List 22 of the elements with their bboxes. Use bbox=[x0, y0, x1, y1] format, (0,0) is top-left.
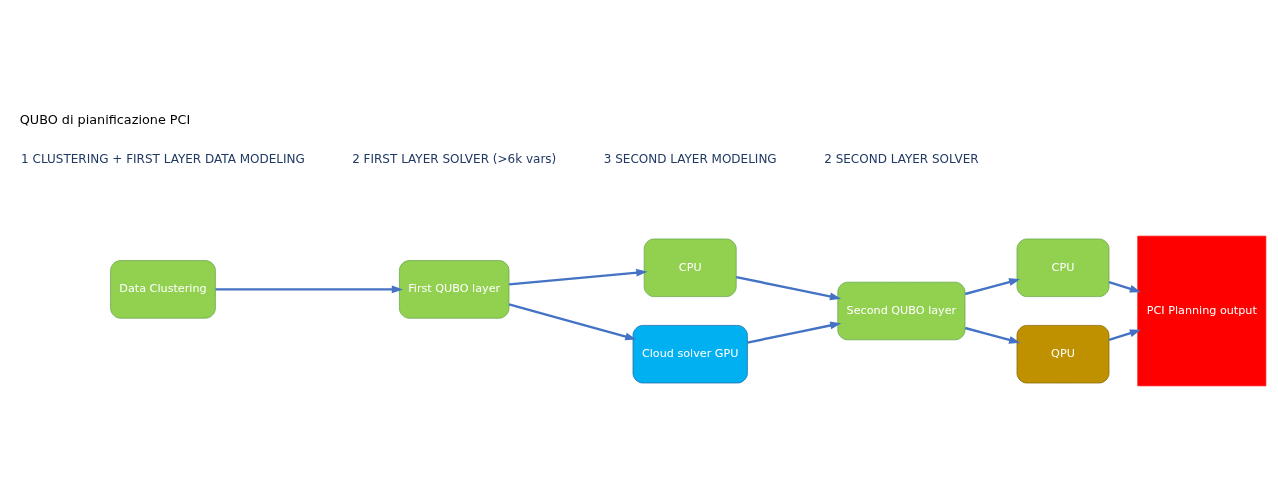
label: 1 CLUSTERING + FIRST LAYER DATA MODELING bbox=[21, 151, 305, 166]
label: 3 SECOND LAYER MODELING bbox=[603, 151, 777, 166]
node-box: Data Clustering bbox=[110, 259, 216, 319]
arrow bbox=[1108, 329, 1142, 341]
node-box: First QUBO layer bbox=[399, 259, 510, 319]
arrow bbox=[508, 302, 637, 340]
node-box: Second QUBO layer bbox=[837, 281, 966, 340]
diagram-title: QUBO di pianificazione PCI bbox=[19, 111, 191, 127]
arrow bbox=[508, 268, 648, 286]
node-box: CPU bbox=[1016, 238, 1110, 297]
arrow bbox=[735, 275, 842, 300]
node-box: Cloud solver GPU bbox=[632, 324, 748, 383]
arrow bbox=[964, 277, 1021, 295]
node-box: PCI Planning output bbox=[1137, 235, 1267, 386]
label: 2 SECOND LAYER SOLVER bbox=[824, 151, 979, 166]
arrow bbox=[215, 284, 403, 293]
node-box: CPU bbox=[643, 238, 737, 297]
arrow bbox=[1108, 280, 1142, 292]
arrow bbox=[964, 326, 1021, 344]
arrow bbox=[747, 321, 842, 344]
node-box: QPU bbox=[1016, 324, 1110, 383]
label: 2 FIRST LAYER SOLVER (>6k vars) bbox=[352, 151, 557, 166]
